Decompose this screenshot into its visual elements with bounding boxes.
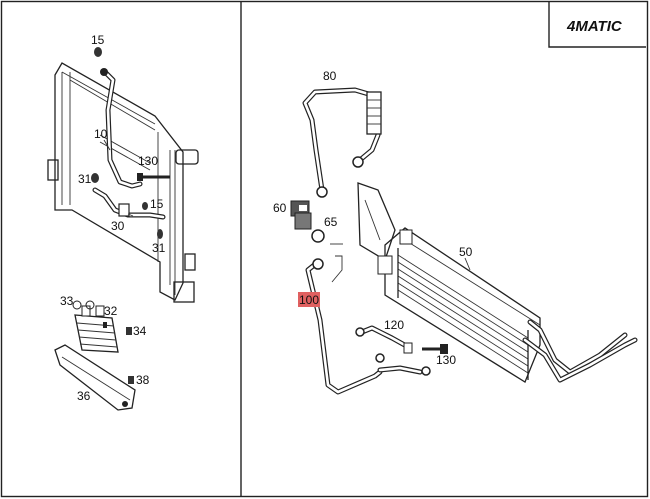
leader-lines-right bbox=[330, 243, 471, 283]
callout-38: 38 bbox=[136, 373, 150, 387]
mounting-plate-36 bbox=[54, 344, 136, 411]
clip-31-b bbox=[157, 229, 163, 239]
callout-32: 32 bbox=[104, 304, 118, 318]
leader-lines-left bbox=[103, 139, 134, 217]
callout-65: 65 bbox=[324, 215, 338, 229]
transmission-cooler-50 bbox=[357, 182, 541, 383]
bolt-130-left bbox=[137, 173, 170, 181]
callout-15-top: 15 bbox=[91, 33, 105, 47]
bolt-130-right bbox=[422, 344, 448, 354]
badge-4matic: 4MATIC bbox=[548, 2, 646, 48]
callout-120: 120 bbox=[384, 318, 404, 332]
callout-80: 80 bbox=[323, 69, 337, 83]
callout-15-b: 15 bbox=[150, 197, 164, 211]
callout-labels: 15 10 130 31 15 30 31 33 32 34 38 36 80 … bbox=[60, 33, 473, 403]
cooler-pipe-30 bbox=[92, 187, 166, 220]
callout-30: 30 bbox=[111, 219, 125, 233]
clip-15-top bbox=[94, 47, 102, 57]
clip-31-a bbox=[91, 173, 99, 183]
callout-130-left: 130 bbox=[138, 154, 158, 168]
cooler-hose-10 bbox=[100, 68, 143, 189]
clip-15-b bbox=[142, 202, 148, 210]
callout-100-highlight bbox=[298, 292, 320, 307]
callout-34: 34 bbox=[133, 324, 147, 338]
callout-33: 33 bbox=[60, 294, 74, 308]
bolt-38 bbox=[128, 376, 134, 384]
callout-100: 100 bbox=[299, 293, 319, 307]
cooler-pipe-80 bbox=[302, 87, 382, 198]
callout-31-a: 31 bbox=[78, 172, 92, 186]
badge-text: 4MATIC bbox=[566, 18, 623, 35]
radiator-assembly bbox=[47, 62, 199, 303]
holder-60 bbox=[290, 200, 312, 230]
cooler-outlet-pipes bbox=[522, 319, 638, 383]
callout-130-right: 130 bbox=[436, 353, 456, 367]
callout-31-b: 31 bbox=[152, 241, 166, 255]
callout-10: 10 bbox=[94, 127, 108, 141]
oil-cooler-32 bbox=[72, 300, 119, 353]
callout-50: 50 bbox=[459, 245, 473, 259]
o-ring-65 bbox=[311, 229, 325, 243]
callout-60: 60 bbox=[273, 201, 287, 215]
cooler-pipe-100 bbox=[305, 258, 383, 395]
callout-36: 36 bbox=[77, 389, 91, 403]
bolt-34 bbox=[126, 327, 132, 335]
cooler-pipe-120 bbox=[355, 325, 431, 376]
